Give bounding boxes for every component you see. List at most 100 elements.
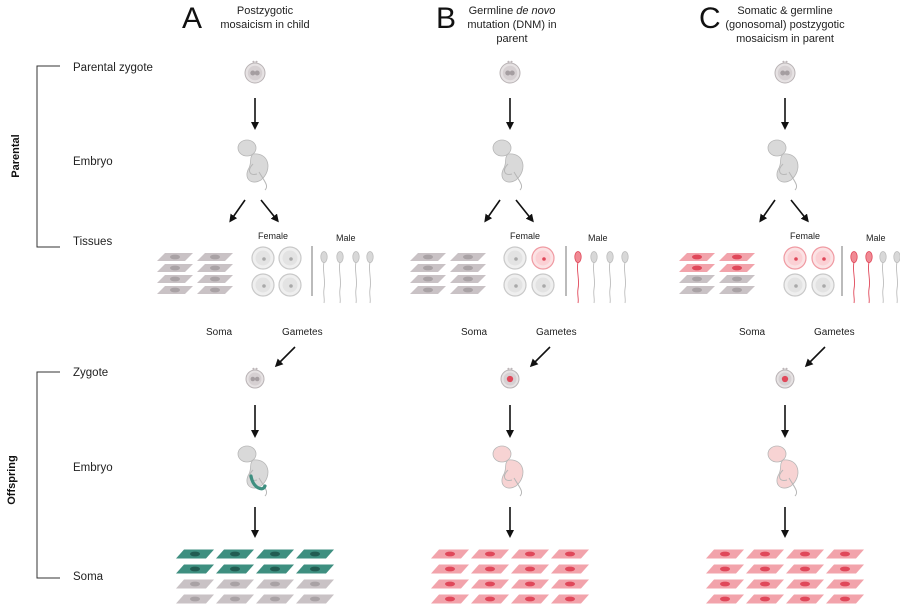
offspring-soma-cell-a-1-1 bbox=[216, 564, 254, 574]
offspring-soma-cell-b-2-3 bbox=[551, 579, 589, 589]
offspring-soma-cell-c-3-0 bbox=[706, 594, 744, 604]
oocyte-c-1 bbox=[811, 246, 835, 270]
parental-soma-cell-c-2-0 bbox=[679, 275, 715, 283]
panel-title-b-before: Germline bbox=[468, 5, 517, 17]
parental-soma-cell-a-2-1 bbox=[197, 275, 233, 283]
soma-label-b: Soma bbox=[461, 327, 488, 338]
offspring-soma-cell-a-2-1 bbox=[216, 579, 254, 589]
arrow-gametes-to-zygote-c bbox=[804, 346, 826, 368]
offspring-soma-cell-a-0-0 bbox=[176, 549, 214, 559]
offspring-embryo-c bbox=[767, 445, 799, 497]
offspring-soma-cell-b-1-3 bbox=[551, 564, 589, 574]
offspring-soma-cell-b-3-3 bbox=[551, 594, 589, 604]
parental-zygote-b bbox=[499, 60, 521, 84]
offspring-soma-cell-c-2-2 bbox=[786, 579, 824, 589]
panel-letter-a: A bbox=[182, 2, 203, 35]
offspring-soma-cell-b-3-0 bbox=[431, 594, 469, 604]
panel-title-c-line3: mosaicism in parent bbox=[736, 33, 834, 45]
parental-soma-cell-b-0-0 bbox=[410, 253, 446, 261]
female-label-a: Female bbox=[258, 231, 289, 241]
panel-title-b-italic: de novo bbox=[516, 5, 556, 17]
parental-soma-cell-a-1-1 bbox=[197, 264, 233, 272]
offspring-soma-cell-b-0-2 bbox=[511, 549, 549, 559]
parental-soma-cell-c-2-1 bbox=[719, 275, 755, 283]
parental-soma-cell-c-1-1 bbox=[719, 264, 755, 272]
offspring-soma-cell-b-0-1 bbox=[471, 549, 509, 559]
offspring-soma-cell-a-2-0 bbox=[176, 579, 214, 589]
offspring-soma-cell-c-1-3 bbox=[826, 564, 864, 574]
sperm-a-0 bbox=[320, 251, 328, 304]
sperm-a-1 bbox=[336, 251, 344, 304]
panel-title-c-line1: Somatic & germline bbox=[737, 5, 833, 17]
offspring-soma-cell-a-0-3 bbox=[296, 549, 334, 559]
offspring-soma-cell-a-1-3 bbox=[296, 564, 334, 574]
panel-title-b-line3: parent bbox=[496, 33, 528, 45]
offspring-soma-cell-a-1-2 bbox=[256, 564, 294, 574]
offspring-soma-cell-b-3-2 bbox=[511, 594, 549, 604]
oocyte-c-3 bbox=[811, 273, 835, 297]
offspring-soma-cell-b-1-1 bbox=[471, 564, 509, 574]
offspring-soma-cell-b-0-0 bbox=[431, 549, 469, 559]
panel-title-c-line2: (gonosomal) postzygotic bbox=[725, 19, 845, 31]
panel-title-b-line2: mutation (DNM) in bbox=[467, 19, 557, 31]
panel-title-a: Postzygotic mosaicism in child bbox=[180, 4, 350, 32]
arrow-embryo-to-soma-a bbox=[229, 199, 246, 223]
arrow-embryo-to-soma-c bbox=[759, 199, 776, 223]
offspring-soma-cell-a-0-2 bbox=[256, 549, 294, 559]
offspring-soma-cell-a-3-0 bbox=[176, 594, 214, 604]
offspring-embryo-a bbox=[237, 445, 269, 497]
arrow-embryo-to-germline-b bbox=[515, 199, 534, 223]
offspring-soma-cell-c-2-0 bbox=[706, 579, 744, 589]
sperm-b-0 bbox=[574, 251, 582, 304]
offspring-soma-cell-b-2-2 bbox=[511, 579, 549, 589]
parental-soma-cell-a-2-0 bbox=[157, 275, 193, 283]
oocyte-b-1 bbox=[531, 246, 555, 270]
offspring-soma-cell-a-3-2 bbox=[256, 594, 294, 604]
male-label-a: Male bbox=[336, 233, 356, 243]
parental-soma-cell-b-3-1 bbox=[450, 286, 486, 294]
sperm-c-3 bbox=[893, 251, 900, 304]
offspring-soma-cell-b-2-1 bbox=[471, 579, 509, 589]
offspring-soma-cell-a-2-2 bbox=[256, 579, 294, 589]
parental-soma-cell-b-3-0 bbox=[410, 286, 446, 294]
offspring-zygote-c bbox=[775, 367, 795, 389]
offspring-soma-cell-c-3-3 bbox=[826, 594, 864, 604]
offspring-soma-cell-b-2-0 bbox=[431, 579, 469, 589]
offspring-soma-cell-c-0-0 bbox=[706, 549, 744, 559]
row-label-soma: Soma bbox=[73, 571, 104, 583]
soma-label-c: Soma bbox=[739, 327, 766, 338]
parental-soma-cell-a-0-1 bbox=[197, 253, 233, 261]
oocyte-c-0 bbox=[783, 246, 807, 270]
offspring-zygote-b bbox=[500, 367, 520, 389]
parental-embryo-a bbox=[237, 139, 269, 191]
soma-label-a: Soma bbox=[206, 327, 233, 338]
row-label-embryo-offspring: Embryo bbox=[73, 462, 113, 474]
offspring-soma-cell-b-3-1 bbox=[471, 594, 509, 604]
offspring-soma-cell-c-2-1 bbox=[746, 579, 784, 589]
offspring-zygote-a bbox=[245, 367, 265, 389]
parental-soma-cell-c-3-1 bbox=[719, 286, 755, 294]
arrow-embryo-to-germline-c bbox=[790, 199, 809, 223]
parental-soma-cell-c-1-0 bbox=[679, 264, 715, 272]
male-label-c: Male bbox=[866, 233, 886, 243]
offspring-embryo-b bbox=[492, 445, 524, 497]
parental-soma-cell-b-1-0 bbox=[410, 264, 446, 272]
parental-soma-cell-b-0-1 bbox=[450, 253, 486, 261]
sperm-b-2 bbox=[606, 251, 614, 304]
offspring-soma-cell-b-0-3 bbox=[551, 549, 589, 559]
oocyte-b-2 bbox=[503, 273, 527, 297]
arrow-gametes-to-zygote-a bbox=[274, 346, 296, 368]
offspring-soma-cell-b-1-0 bbox=[431, 564, 469, 574]
offspring-soma-cell-c-0-2 bbox=[786, 549, 824, 559]
panel-title-a-line1: Postzygotic bbox=[236, 5, 294, 17]
panel-title-a-line2: mosaicism in child bbox=[220, 19, 310, 31]
parental-embryo-b bbox=[492, 139, 524, 191]
arrow-embryo-to-germline-a bbox=[260, 199, 279, 223]
sperm-b-1 bbox=[590, 251, 598, 304]
female-label-c: Female bbox=[790, 231, 821, 241]
parental-soma-cell-a-0-0 bbox=[157, 253, 193, 261]
offspring-soma-cell-a-2-3 bbox=[296, 579, 334, 589]
arrow-embryo-to-soma-b bbox=[484, 199, 501, 223]
